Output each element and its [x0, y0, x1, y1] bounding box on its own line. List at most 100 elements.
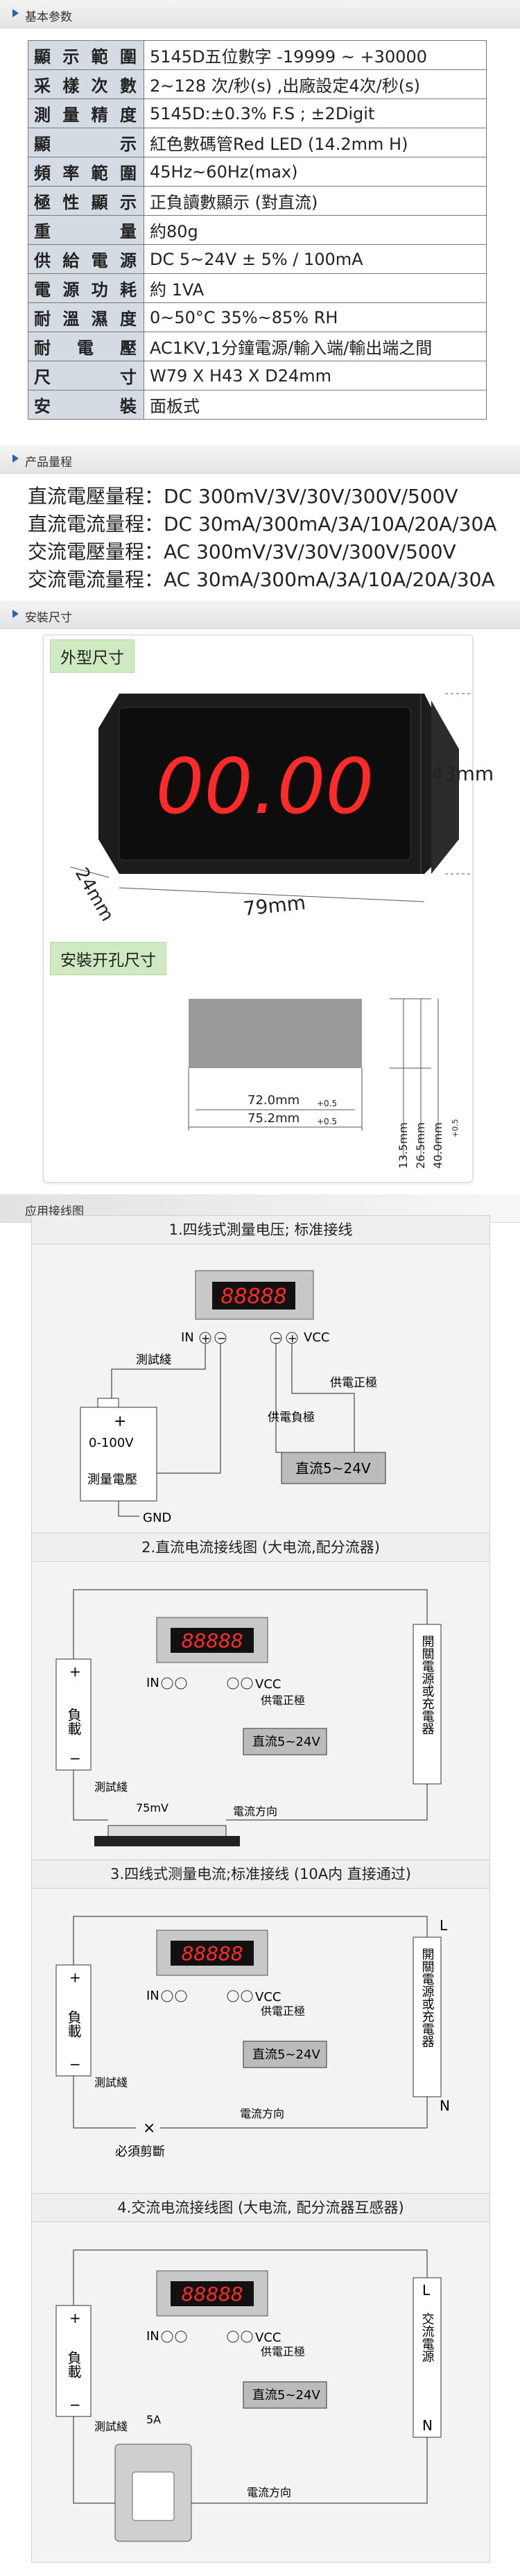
section-title: 安裝尺寸	[25, 611, 72, 625]
cut-height-2: 26.5mm	[414, 1122, 427, 1169]
cut-width-2: 75.2mm	[248, 1111, 300, 1126]
spec-key: 電源功耗	[28, 273, 144, 303]
svg-text:IN: IN	[146, 1676, 159, 1690]
label-neg-supply: 供電負極	[268, 1411, 315, 1425]
svg-text:88888: 88888	[181, 1629, 243, 1652]
svg-text:VCC: VCC	[255, 1990, 281, 2004]
diagram-3-title: 3.四线式测量电流;标准接线 (10A内 直接通过)	[31, 1860, 490, 1889]
label-must-cut: 必須剪斷	[115, 2145, 165, 2159]
arrow-right-icon	[12, 454, 19, 463]
svg-text:+: +	[201, 1332, 210, 1345]
diagram-2: + 負載 − 開關電源或充電器 88888 IN VCC 供電正極 直流5~24…	[31, 1561, 490, 1861]
spec-key: 顯示範圍	[28, 40, 144, 70]
cut-height-1: 13.5mm	[397, 1122, 410, 1169]
svg-text:L: L	[422, 2282, 431, 2299]
cutout-size-tab: 安裝开孔尺寸	[50, 942, 166, 975]
svg-text:+: +	[69, 1663, 81, 1680]
spec-key: 耐溫濕度	[28, 302, 144, 332]
svg-text:+: +	[69, 1969, 81, 1986]
cut-mark: ×	[143, 2120, 155, 2137]
label-test-line: 測試綫	[136, 1353, 171, 1367]
spec-key: 極性顯示	[28, 186, 144, 216]
label-75mv: 75mV	[136, 1801, 168, 1814]
range-aca: 交流電流量程：AC 30mA/300mA/3A/10A/20A/30A	[28, 568, 495, 591]
spec-value: AC1KV,1分鐘電源/輸入端/輸出端之間	[144, 332, 487, 361]
spec-value: 約 1VA	[144, 273, 487, 303]
label-gnd: GND	[143, 1511, 171, 1525]
svg-text:−: −	[217, 1332, 226, 1345]
cut-width-1-tol: +0.5	[317, 1099, 337, 1108]
spec-value: W79 X H43 X D24mm	[144, 361, 487, 390]
label-5a: 5A	[146, 2413, 161, 2426]
spec-row: 極性顯示正負讀數顯示 (對直流)	[28, 186, 487, 216]
spec-key: 頻率範圍	[28, 157, 144, 187]
cut-height-3-tol: +0.5	[451, 1119, 460, 1137]
label-ac-power: 交流電源	[420, 2312, 435, 2363]
dim-width: 79mm	[242, 891, 306, 920]
section-header-range: 产品量程	[0, 445, 520, 474]
dim-depth: 24mm	[71, 864, 118, 925]
svg-text:測試綫: 測試綫	[94, 2076, 128, 2089]
cutout-dimension-drawing: 72.0mm +0.5 75.2mm +0.5 13.5mm 26.5mm 40…	[188, 998, 460, 1169]
outer-dimension-drawing: 00.00 43mm 79mm 24mm	[70, 693, 494, 925]
svg-text:VCC: VCC	[255, 1677, 281, 1692]
spec-value: 面板式	[144, 390, 487, 420]
svg-text:88888: 88888	[181, 2283, 243, 2305]
meter-digits: 88888	[220, 1285, 286, 1309]
spec-key: 重量	[28, 215, 144, 245]
diagram-1-svg: 88888 IN + − − + VCC 測試綫 供電正極 供電負極 + 0-1…	[80, 1270, 386, 1525]
spec-key: 測量精度	[28, 98, 144, 128]
spec-value: DC 5~24V ± 5% / 100mA	[144, 244, 487, 274]
spec-value: 紅色數碼管Red LED (14.2mm H)	[144, 128, 487, 157]
svg-text:直流5~24V: 直流5~24V	[252, 2047, 320, 2062]
svg-text:負載: 負載	[65, 2351, 82, 2378]
spec-row: 安裝面板式	[28, 390, 487, 420]
label-switch-psu: 開關電源或充電器	[420, 1635, 435, 1735]
spec-row: 顯示紅色數碼管Red LED (14.2mm H)	[28, 128, 487, 157]
cut-width-2-tol: +0.5	[317, 1117, 337, 1126]
spec-value: 0~50°C 35%~85% RH	[144, 302, 487, 332]
spec-key: 采樣次數	[28, 69, 144, 99]
svg-text:測試綫: 測試綫	[94, 1780, 128, 1794]
svg-text:N: N	[440, 2097, 450, 2114]
label-load: 負載	[65, 1708, 82, 1735]
svg-text:−: −	[272, 1332, 281, 1345]
svg-text:電流方向: 電流方向	[240, 2107, 284, 2120]
svg-text:直流5~24V: 直流5~24V	[252, 2388, 320, 2403]
diagram-4-title: 4.交流电流接线图 (大电流, 配分流器互感器)	[31, 2193, 490, 2222]
battery-box	[80, 1407, 157, 1502]
range-acv: 交流電壓量程：AC 300mV/3V/30V/300V/500V	[28, 540, 456, 563]
svg-text:+: +	[69, 2310, 81, 2326]
diagram-1: 88888 IN + − − + VCC 測試綫 供電正極 供電負極 + 0-1…	[31, 1244, 490, 1534]
spec-value: 約80g	[144, 215, 487, 245]
spec-key: 顯示	[28, 128, 144, 157]
svg-text:開關電源或充電器: 開關電源或充電器	[420, 1948, 435, 2047]
spec-value: 2~128 次/秒(s) ,出廠設定4次/秒(s)	[144, 69, 487, 99]
section-header-install: 安裝尺寸	[0, 601, 520, 629]
outer-size-tab: 外型尺寸	[50, 639, 135, 673]
svg-text:VCC: VCC	[255, 2330, 281, 2345]
spec-value: 5145D五位數字 -19999 ~ +30000	[144, 40, 487, 70]
diagram-2-title: 2.直流电流接线图 (大电流,配分流器)	[31, 1533, 490, 1562]
label-0-100v: 0-100V	[89, 1436, 134, 1450]
psu-box	[413, 1624, 442, 1785]
svg-text:供電正極: 供電正極	[261, 2004, 305, 2018]
svg-text:N: N	[422, 2417, 433, 2434]
spec-value: 正負讀數顯示 (對直流)	[144, 186, 487, 216]
svg-text:直流5~24V: 直流5~24V	[252, 1735, 320, 1749]
svg-text:電流方向: 電流方向	[247, 2486, 291, 2499]
spec-key: 安裝	[28, 390, 144, 420]
svg-text:負載: 負載	[65, 2010, 82, 2038]
label-dc-supply: 直流5~24V	[295, 1460, 371, 1477]
arrow-right-icon	[12, 9, 19, 17]
svg-text:電流方向: 電流方向	[233, 1805, 277, 1818]
range-dcv: 直流電壓量程：DC 300mV/3V/30V/300V/500V	[28, 485, 458, 508]
section-title: 产品量程	[25, 456, 72, 470]
svg-text:88888: 88888	[181, 1942, 243, 1965]
svg-text:IN: IN	[146, 1989, 159, 2003]
